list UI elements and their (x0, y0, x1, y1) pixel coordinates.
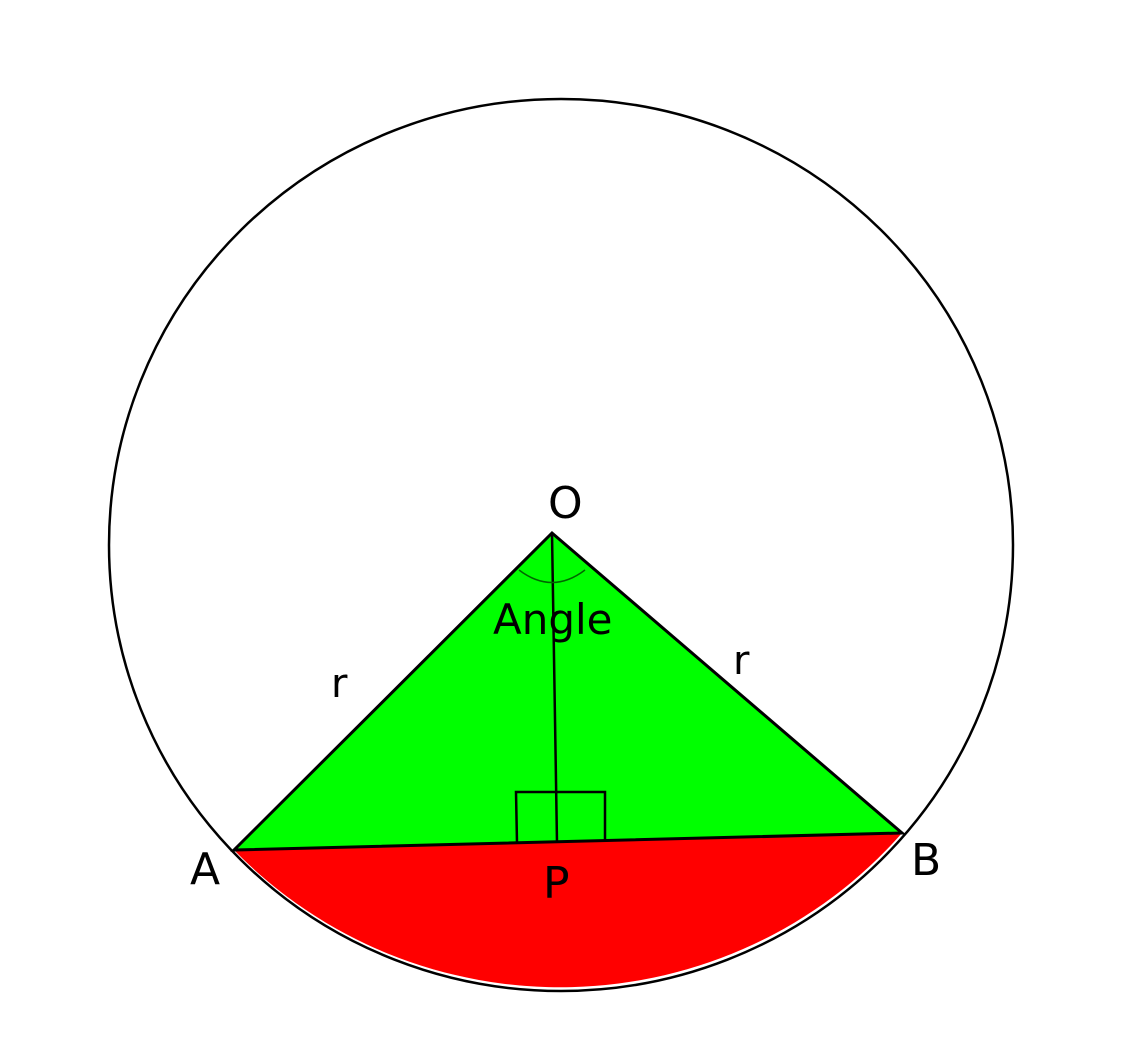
point-label-a: A (190, 844, 220, 895)
angle-arc (518, 569, 586, 584)
angle-label: Angle (493, 595, 613, 644)
side-label-ob: r (733, 638, 750, 684)
point-label-p: P (543, 858, 570, 909)
triangle-oab (230, 530, 906, 852)
right-angle-marker (514, 790, 607, 844)
point-label-b: B (911, 835, 941, 886)
side-label-oa: r (331, 661, 348, 707)
circle (107, 97, 1015, 993)
circular-segment (234, 833, 902, 988)
point-label-o: O (548, 478, 583, 529)
